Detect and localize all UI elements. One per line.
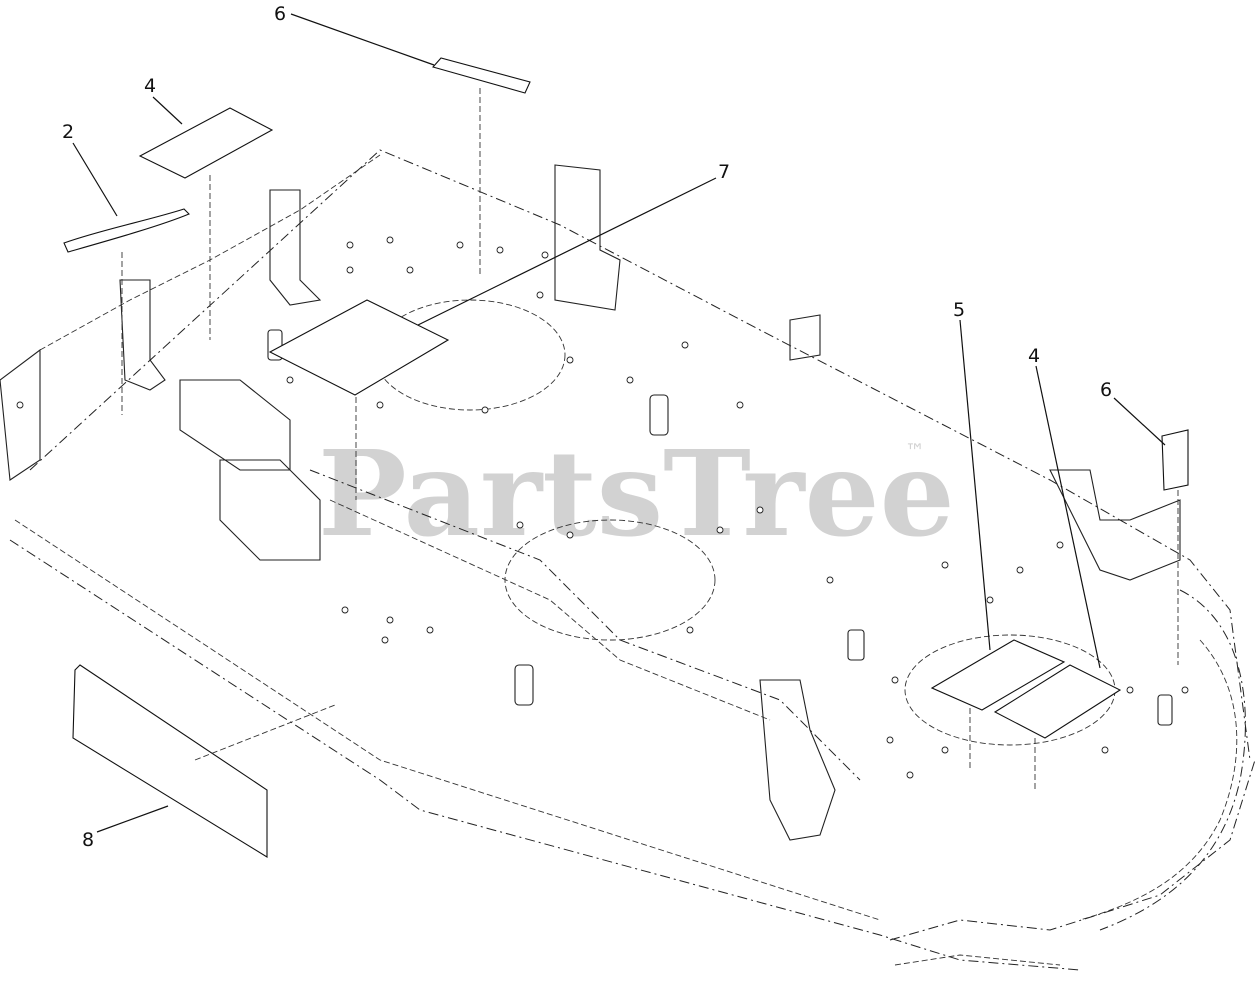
decal-4-left	[138, 107, 274, 179]
decal-6-right	[1161, 429, 1189, 491]
callout-leaders	[72, 13, 1166, 833]
decal-2	[63, 208, 190, 253]
decal-6-top	[432, 57, 531, 94]
decal-8	[72, 664, 268, 858]
callout-8: 8	[82, 829, 94, 851]
callout-6-right: 6	[1100, 379, 1112, 401]
callout-2: 2	[62, 121, 74, 143]
watermark-trademark: ™	[905, 439, 925, 463]
callout-4-left: 4	[144, 75, 156, 97]
decal-7	[268, 299, 450, 396]
decal-5	[930, 639, 1066, 711]
callout-5: 5	[953, 299, 965, 321]
decal-4-right	[993, 664, 1122, 739]
watermark-text: PartsTree	[318, 424, 955, 563]
mower-deck	[0, 149, 1256, 971]
callout-7: 7	[718, 161, 730, 183]
callout-4-right: 4	[1028, 345, 1040, 367]
callout-6-top: 6	[274, 3, 286, 25]
